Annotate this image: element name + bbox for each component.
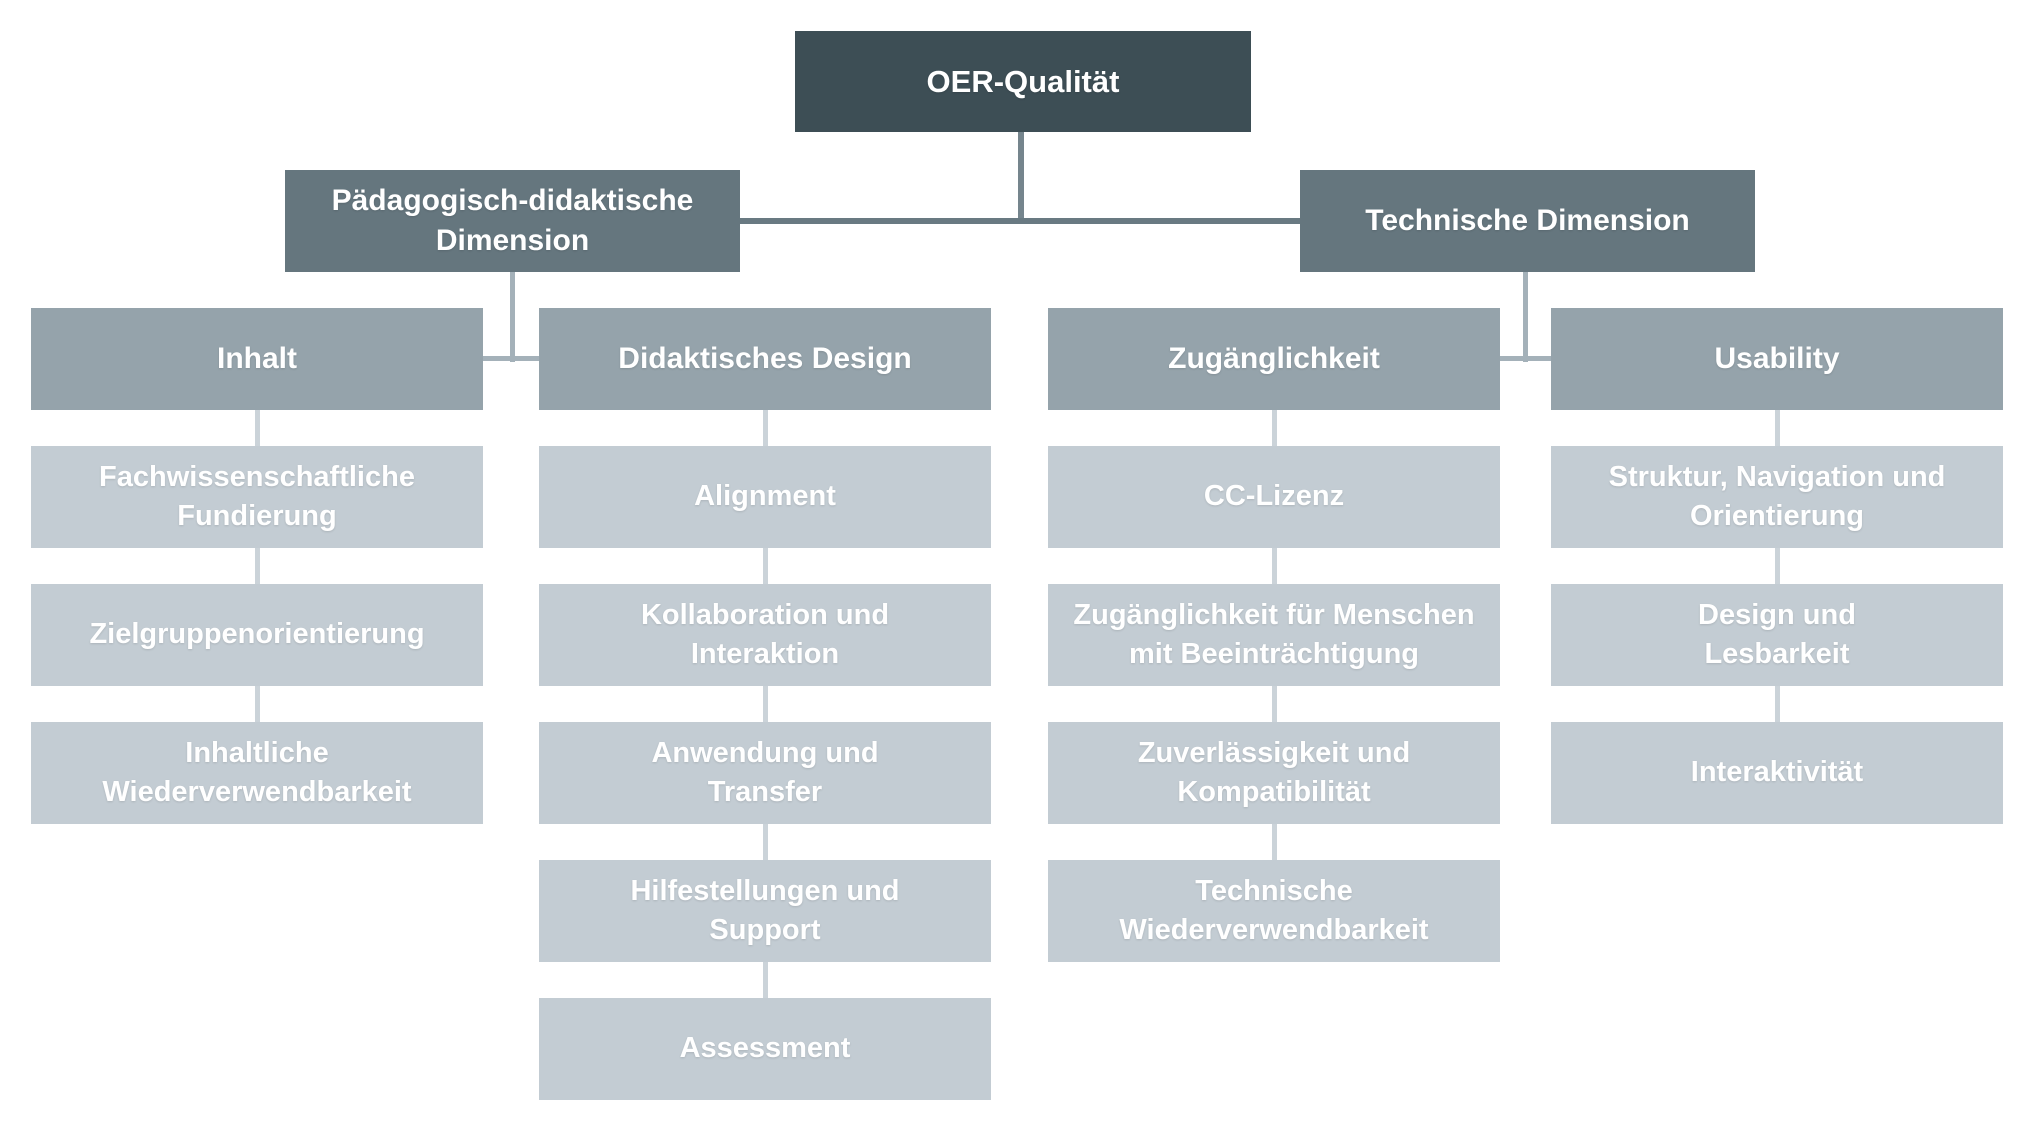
root-connector-vertical bbox=[1018, 132, 1024, 224]
column-connector-didaktisches-design-3 bbox=[762, 824, 768, 860]
item-node-zielgruppenorientierung: Zielgruppenorientierung bbox=[31, 584, 483, 686]
item-node-inhaltliche-wiederverwendbarkeit: Inhaltliche Wiederverwendbarkeit bbox=[31, 722, 483, 824]
item-node-struktur-navigation-und-orientierung: Struktur, Navigation und Orientierung bbox=[1551, 446, 2003, 548]
dimension-node-paedagogisch-didaktisch: Pädagogisch-didaktische Dimension bbox=[285, 170, 740, 272]
column-connector-usability-0 bbox=[1774, 410, 1780, 446]
column-connector-didaktisches-design-0 bbox=[762, 410, 768, 446]
item-node-anwendung-und-transfer: Anwendung und Transfer bbox=[539, 722, 991, 824]
category-node-zug-nglichkeit: Zugänglichkeit bbox=[1048, 308, 1500, 410]
column-connector-usability-2 bbox=[1774, 686, 1780, 722]
category-node-didaktisches-design: Didaktisches Design bbox=[539, 308, 991, 410]
column-connector-inhalt-1 bbox=[254, 548, 260, 584]
item-node-cc-lizenz: CC-Lizenz bbox=[1048, 446, 1500, 548]
column-connector-zug-nglichkeit-0 bbox=[1271, 410, 1277, 446]
category-node-usability: Usability bbox=[1551, 308, 2003, 410]
item-node-design-und-lesbarkeit: Design und Lesbarkeit bbox=[1551, 584, 2003, 686]
item-node-alignment: Alignment bbox=[539, 446, 991, 548]
item-node-interaktivit-t: Interaktivität bbox=[1551, 722, 2003, 824]
column-connector-zug-nglichkeit-1 bbox=[1271, 548, 1277, 584]
root-node-oer-qualitaet: OER-Qualität bbox=[795, 31, 1251, 132]
technisch-connector-vertical bbox=[1523, 272, 1528, 362]
technisch-connector-horizontal bbox=[1500, 356, 1551, 361]
column-connector-inhalt-0 bbox=[254, 410, 260, 446]
item-node-technische-wiederverwendbarkeit: Technische Wiederverwendbarkeit bbox=[1048, 860, 1500, 962]
column-connector-usability-1 bbox=[1774, 548, 1780, 584]
root-connector-horizontal bbox=[740, 218, 1300, 224]
category-node-inhalt: Inhalt bbox=[31, 308, 483, 410]
item-node-zug-nglichkeit-f-r-menschen-mit-beeintr-chtigung: Zugänglichkeit für Menschen mit Beeinträ… bbox=[1048, 584, 1500, 686]
column-connector-didaktisches-design-2 bbox=[762, 686, 768, 722]
paedagogisch-connector-vertical bbox=[510, 272, 515, 362]
item-node-hilfestellungen-und-support: Hilfestellungen und Support bbox=[539, 860, 991, 962]
column-connector-zug-nglichkeit-3 bbox=[1271, 824, 1277, 860]
column-connector-didaktisches-design-1 bbox=[762, 548, 768, 584]
paedagogisch-connector-horizontal bbox=[483, 356, 539, 361]
dimension-node-technisch: Technische Dimension bbox=[1300, 170, 1755, 272]
column-connector-zug-nglichkeit-2 bbox=[1271, 686, 1277, 722]
item-node-zuverl-ssigkeit-und-kompatibilit-t: Zuverlässigkeit und Kompatibilität bbox=[1048, 722, 1500, 824]
item-node-assessment: Assessment bbox=[539, 998, 991, 1100]
column-connector-inhalt-2 bbox=[254, 686, 260, 722]
item-node-fachwissenschaftliche-fundierung: Fachwissenschaftliche Fundierung bbox=[31, 446, 483, 548]
item-node-kollaboration-und-interaktion: Kollaboration und Interaktion bbox=[539, 584, 991, 686]
column-connector-didaktisches-design-4 bbox=[762, 962, 768, 998]
